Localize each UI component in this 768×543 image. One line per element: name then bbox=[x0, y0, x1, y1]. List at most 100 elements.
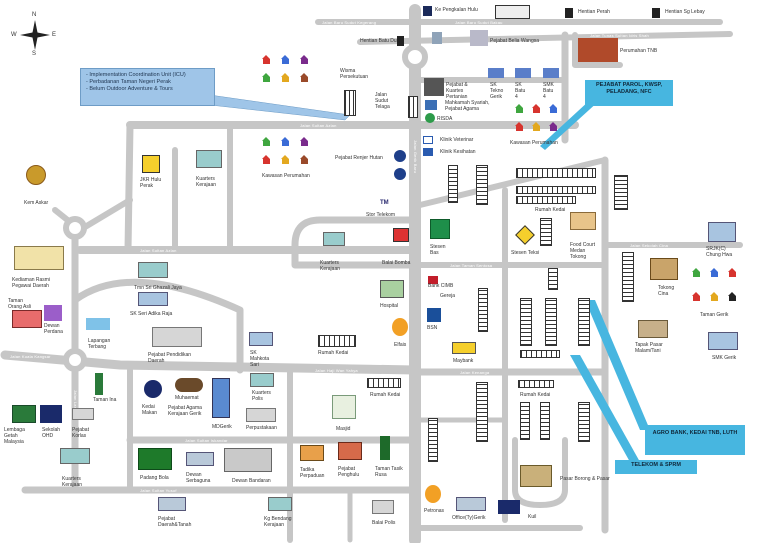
place-label: Stor Telekom bbox=[366, 212, 396, 218]
rumah-kedai-block bbox=[428, 418, 438, 462]
srjkc-building bbox=[708, 222, 736, 242]
road-label: Jalan Kuala Kenderong bbox=[515, 183, 561, 188]
house-icon bbox=[262, 55, 271, 64]
place-label: Pasar Borong & Pasar bbox=[560, 476, 610, 482]
shell-icon bbox=[392, 318, 408, 336]
place-label: Hentian Sg Lebay bbox=[665, 9, 705, 15]
sekolah-ohd-icon bbox=[40, 405, 62, 423]
place-label: SK Batu 4 bbox=[515, 82, 526, 100]
place-label: Mahkamah Syariah, Pejabat Agama bbox=[445, 100, 490, 112]
place-label: RISDA bbox=[437, 116, 453, 122]
place-label: Balai Polis bbox=[372, 520, 396, 526]
tadika-building bbox=[300, 445, 324, 461]
place-label: Office(Ty)Gerik bbox=[452, 515, 486, 521]
house-icon bbox=[262, 73, 271, 82]
place-label: Food Court Medan Tokong bbox=[570, 242, 596, 260]
compass-north: N bbox=[32, 12, 37, 18]
place-label: Dewan Perdana bbox=[44, 323, 63, 335]
place-label: Pejabat Pendidikan Daerah bbox=[148, 352, 192, 364]
house-icon bbox=[549, 122, 558, 131]
road-label: Jalan Baru Sudut Bakau bbox=[455, 20, 503, 25]
house-icon bbox=[549, 104, 558, 113]
dewan-perdana-icon bbox=[44, 305, 62, 321]
pasar-borong-building bbox=[520, 465, 552, 487]
pengkalan-hulu-icon bbox=[423, 6, 432, 16]
place-label: Balai Bomba bbox=[382, 260, 411, 266]
shop-row bbox=[518, 380, 554, 388]
roundabout-southwest bbox=[63, 348, 87, 372]
rumah-kedai-block bbox=[448, 165, 458, 203]
road-label: Jalan Sultan Yusof bbox=[140, 488, 177, 493]
place-label: Lapangan Terbang bbox=[88, 338, 111, 350]
place-label: Perumahan TNB bbox=[620, 48, 658, 54]
place-label: Pejabat Korlas bbox=[72, 427, 89, 439]
petronas-icon bbox=[425, 485, 441, 503]
toilet-icon bbox=[397, 36, 404, 46]
compass-east: E bbox=[52, 32, 57, 38]
bsn-icon bbox=[427, 308, 441, 322]
place-label: Taman Tasik Rusa bbox=[375, 466, 403, 478]
place-label: Pejabat Agama Kerajaan Gerik bbox=[168, 405, 202, 417]
place-label: Rumah Kedai bbox=[318, 350, 349, 356]
place-label: Bank CIMB bbox=[428, 283, 454, 289]
place-label: JKR Hulu Perak bbox=[140, 177, 162, 189]
info-box: - Implementation Coordination Unit (ICU)… bbox=[80, 68, 215, 106]
place-label: Kedai Makan bbox=[142, 404, 158, 416]
place-label: Tmn Sri Ghazali Jaya bbox=[134, 285, 182, 291]
road-label: Jalan Sultan Azlan bbox=[300, 123, 337, 128]
hentian-building bbox=[495, 5, 530, 19]
road-label: Jalan Baru Sudut Kegerang bbox=[322, 20, 377, 25]
airplane-icon bbox=[86, 318, 110, 330]
shop-row bbox=[516, 196, 576, 204]
place-label: Kg Bendang Kerajaan bbox=[264, 516, 292, 528]
rumah-kedai-block bbox=[548, 268, 558, 290]
toilet-icon bbox=[565, 8, 573, 18]
place-label: Kediaman Rasmi Pegawai Daerah bbox=[12, 277, 51, 289]
house-icon bbox=[300, 73, 309, 82]
mdgerik-tower bbox=[212, 378, 230, 418]
balai-polis-building bbox=[372, 500, 394, 514]
road-label: Jalan Kenanga bbox=[460, 370, 490, 375]
klinik-kesihatan-icon bbox=[423, 148, 433, 156]
info-line: - Belum Outdoor Adventure & Tours bbox=[86, 86, 173, 92]
padang-bola-field bbox=[138, 448, 172, 470]
tree-icon bbox=[95, 373, 103, 395]
roundabout-west bbox=[63, 216, 87, 240]
place-label: SK Seri Adika Raja bbox=[130, 311, 173, 317]
place-label: Hentian Perah bbox=[578, 9, 610, 15]
place-label: Wisma Persekutuan bbox=[340, 68, 369, 80]
rumah-kedai-block bbox=[476, 165, 488, 205]
belia-icon bbox=[432, 32, 442, 44]
penghulu-building bbox=[338, 442, 362, 460]
kedai-makan-icon bbox=[144, 380, 162, 398]
sk-mahkota-building bbox=[249, 332, 273, 346]
house-icon bbox=[728, 268, 737, 277]
road-upper-left bbox=[124, 121, 134, 254]
place-label: Rumah Kedai bbox=[535, 207, 566, 213]
bus-station-icon bbox=[430, 219, 450, 239]
compass-south: S bbox=[32, 51, 37, 57]
muhaemat-icon bbox=[175, 378, 203, 392]
place-label: Pejabat & Kuartes Pertanian bbox=[446, 82, 468, 100]
rumah-kedai-block bbox=[478, 288, 488, 332]
place-label: Padang Bola bbox=[140, 475, 169, 481]
dewan-serbaguna-building bbox=[186, 452, 214, 466]
shop-row bbox=[318, 335, 356, 347]
jkr-logo bbox=[142, 155, 160, 173]
kuarters-polis-building bbox=[250, 373, 274, 387]
place-label: Klinik Kesihatan bbox=[440, 149, 476, 155]
place-label: Rumah Kedai bbox=[520, 392, 551, 398]
place-label: Tadika Perpaduan bbox=[300, 467, 325, 479]
road-label: Jalan Taman Sentosa bbox=[450, 263, 493, 268]
place-label: Hospital bbox=[380, 303, 399, 309]
place-label: SRJK(C) Chung Hwa bbox=[706, 246, 733, 258]
info-line: - Perbadanan Taman Negeri Perak bbox=[86, 79, 171, 85]
risda-icon bbox=[425, 113, 435, 123]
place-label: Rumah Kedai bbox=[370, 392, 401, 398]
place-label: Masjid bbox=[336, 426, 351, 432]
house-icon bbox=[692, 268, 701, 277]
house-icon bbox=[692, 292, 701, 301]
tree-icon bbox=[380, 436, 390, 460]
